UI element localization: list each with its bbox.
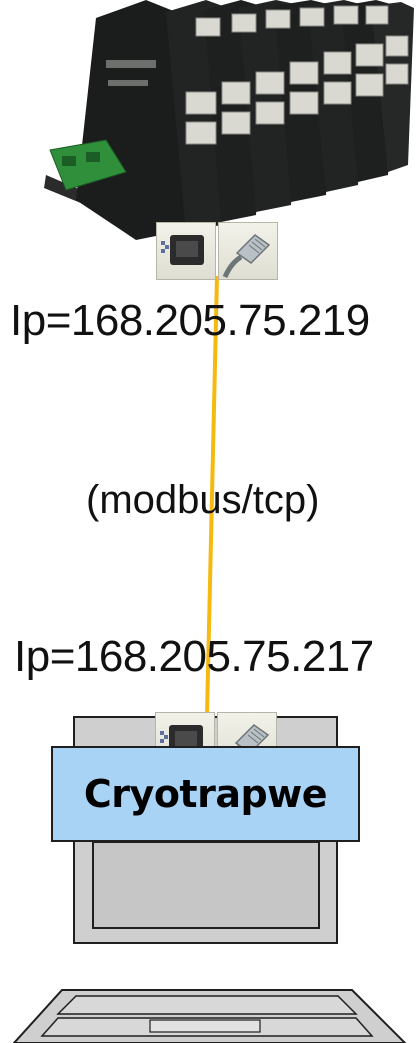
ethernet-cable-line bbox=[205, 275, 219, 716]
application-name: Cryotrapwe bbox=[83, 772, 328, 816]
device-ip-label: Ip=168.205.75.219 bbox=[10, 296, 370, 345]
protocol-label: (modbus/tcp) bbox=[86, 478, 320, 522]
din-rail-io-modules-icon bbox=[44, 0, 414, 248]
application-box: Cryotrapwe bbox=[51, 746, 360, 842]
ethernet-port-icon bbox=[156, 222, 216, 280]
ethernet-plug-icon bbox=[218, 222, 278, 280]
pc-ip-label: Ip=168.205.75.217 bbox=[14, 632, 374, 681]
